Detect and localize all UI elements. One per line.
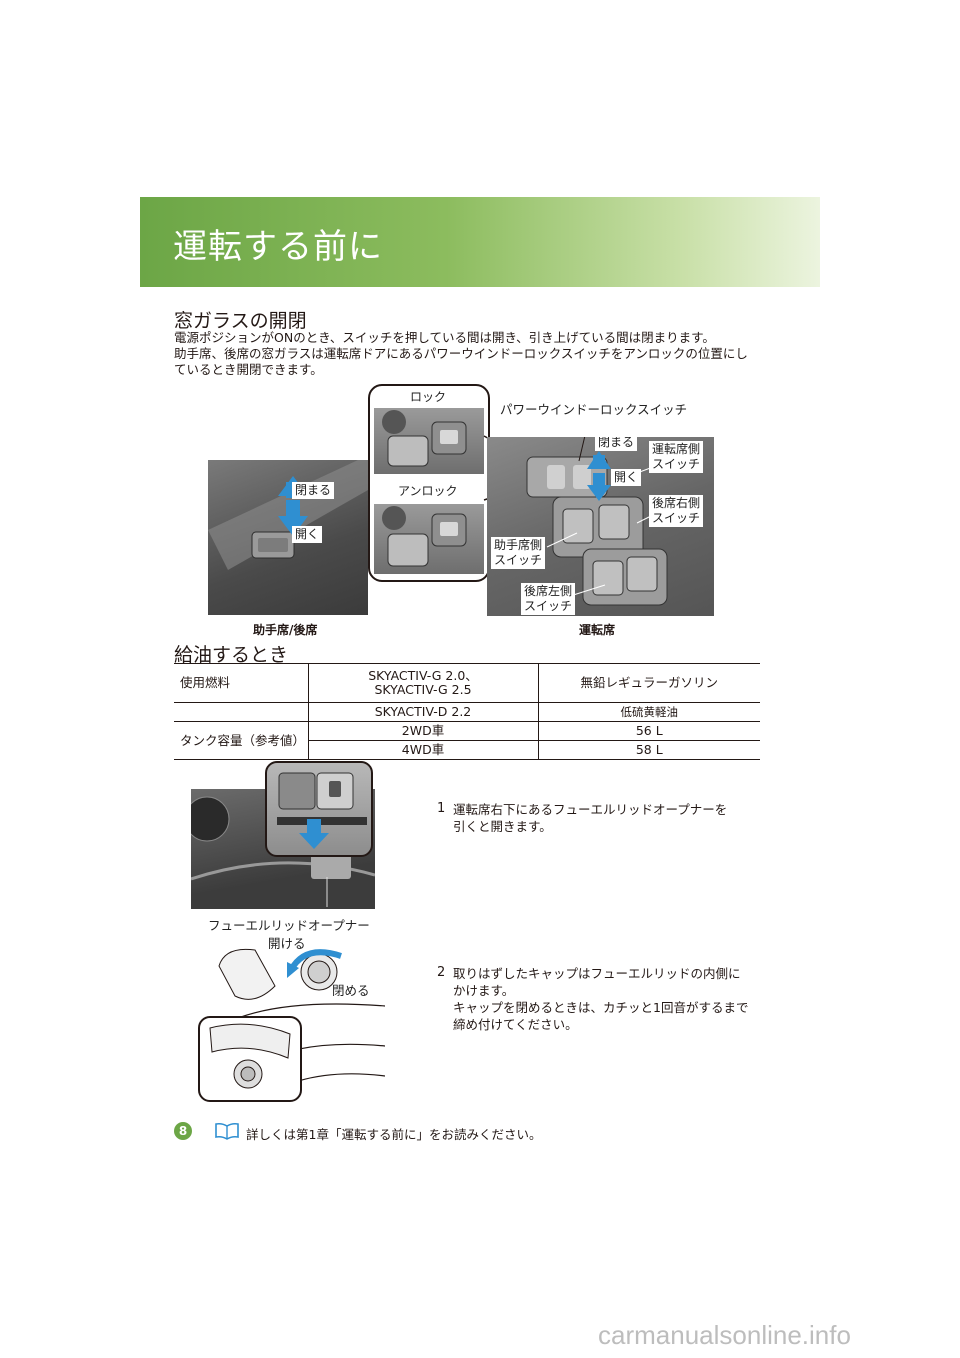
step-2-number: 2 [437,965,446,980]
driver-switch-drawing [526,437,668,606]
window-line-2: 助手席、後席の窓ガラスは運転席ドアにあるパワーウインドーロックスイッチをアンロッ… [174,346,748,361]
step-2-line-4: 締め付けてください。 [453,1017,578,1032]
left-close-label: 閉まる [292,482,335,499]
rear-right-switch-label-line-1: 後席右側 [652,496,701,510]
right-photo-caption: 運転席 [579,623,616,637]
step-1-number: 1 [437,801,446,816]
capacity-cell-4wd: 58 L [538,740,760,760]
driver-switch-label-line-2: スイッチ [652,457,701,471]
lock-switch-drawing [382,410,467,467]
passenger-switch-label: 助手席側 スイッチ [491,537,546,569]
unlock-photo [374,504,484,574]
drive-cell-4wd: 4WD車 [308,740,539,760]
unlock-label: アンロック [398,484,458,498]
drive-cell-2wd: 2WD車 [308,721,539,741]
window-heading: 窓ガラスの開閉 [174,310,307,332]
table-row: 4WD車 58 L [174,740,760,760]
step-2-line-2: かけます。 [453,983,515,998]
gasoline-engine-line-2: SKYACTIV-G 2.5 [374,682,472,697]
driver-switch-label-line-1: 運転席側 [652,442,701,456]
reference-note: 詳しくは第1章「運転する前に」をお読みください。 [246,1127,542,1142]
right-close-label: 閉まる [595,437,638,451]
fuel-heading: 給油するとき [174,644,289,666]
window-line-3: ているとき開閉できます。 [174,362,323,377]
passenger-switch-photo: 閉まる 開く [208,460,368,615]
opener-inset [265,761,373,857]
cap-inset-drawing [209,1023,291,1089]
right-open-label: 開く [611,469,642,486]
lock-photo [374,408,484,474]
capacity-label-cell: タンク容量（参考値） [174,721,309,760]
passenger-switch-drawing [208,460,368,570]
cap-open-label: 開ける [268,936,306,951]
table-row: SKYACTIV-D 2.2 低硫黄軽油 [174,702,760,722]
driver-switch-label: 運転席側 スイッチ [649,441,704,473]
chapter-banner: 運転する前に [140,197,820,287]
step-2-line-3: キャップを閉めるときは、カチッと1回音がするまで [453,1000,749,1015]
diesel-fuel-cell: 低硫黄軽油 [538,702,760,722]
rear-left-switch-label-line-2: スイッチ [524,599,573,613]
opener-inset-drawing [277,772,367,849]
rear-left-switch-label-line-1: 後席左側 [524,584,573,598]
opener-label: フューエルリッドオープナー [208,918,370,933]
chapter-title: 運転する前に [173,227,383,267]
lock-inset: ロック アンロック [368,384,490,582]
step-1-text: 運転席右下にあるフューエルリッドオープナーを 引くと開きます。 [453,801,763,835]
step-1-line-2: 引くと開きます。 [453,819,552,834]
lock-switch-label: パワーウインドーロックスイッチ [500,402,688,417]
left-photo-caption: 助手席/後席 [253,623,318,637]
fuel-label-cell: 使用燃料 [174,663,309,703]
watermark: carmanualsonline.info [598,1320,851,1350]
left-open-label: 開く [292,526,323,543]
table-row: タンク容量（参考値） 2WD車 56 L [174,721,760,760]
book-icon [215,1122,239,1140]
rear-right-switch-label-line-2: スイッチ [652,511,701,525]
cap-close-label: 閉める [332,983,370,998]
lock-label: ロック [410,390,447,404]
step-2-line-1: 取りはずしたキャップはフューエルリッドの内側に [453,966,741,981]
diesel-engine-cell: SKYACTIV-D 2.2 [308,702,539,722]
gasoline-engine-cell: SKYACTIV-G 2.0、 SKYACTIV-G 2.5 [308,663,539,703]
passenger-switch-label-line-2: スイッチ [494,553,543,567]
window-line-1: 電源ポジションがONのとき、スイッチを押している間は開き、引き上げている間は閉ま… [174,330,715,345]
table-row: 使用燃料 SKYACTIV-G 2.0、 SKYACTIV-G 2.5 無鉛レギ… [174,663,760,703]
gasoline-fuel-cell: 無鉛レギュラーガソリン [538,663,760,703]
driver-switch-photo: 閉まる 開く 運転席側 スイッチ 後席右側 スイッチ 助手席側 スイッチ 後席左… [487,437,714,616]
rear-left-switch-label: 後席左側 スイッチ [521,583,576,615]
cap-inset [198,1016,302,1102]
fuel-label-spacer [174,702,309,722]
gasoline-engine-line-1: SKYACTIV-G 2.0、 [368,668,478,683]
step-1-line-1: 運転席右下にあるフューエルリッドオープナーを [453,802,728,817]
unlock-switch-drawing [382,506,467,567]
capacity-cell-2wd: 56 L [538,721,760,741]
rear-right-switch-label: 後席右側 スイッチ [649,495,704,527]
fuel-table: 使用燃料 SKYACTIV-G 2.0、 SKYACTIV-G 2.5 無鉛レギ… [174,663,760,760]
step-2-text: 取りはずしたキャップはフューエルリッドの内側に かけます。 キャップを閉めるとき… [453,965,763,1033]
page-number-badge: 8 [174,1122,192,1140]
passenger-switch-label-line-1: 助手席側 [494,538,543,552]
window-description: 電源ポジションがONのとき、スイッチを押している間は開き、引き上げている間は閉ま… [174,330,748,378]
